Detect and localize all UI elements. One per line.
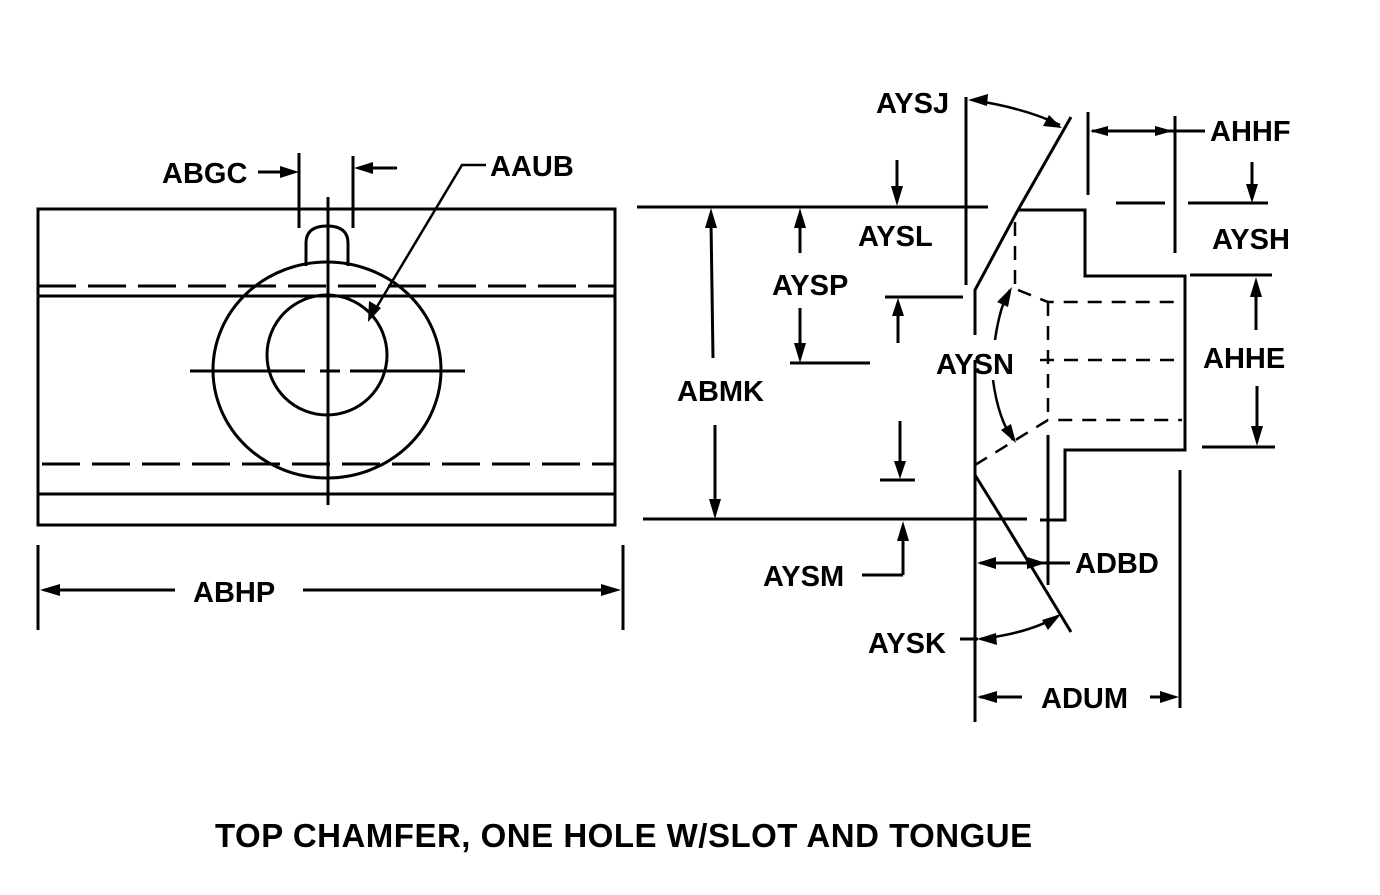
step-arrow-top [892,298,904,316]
label-adbd: ADBD [1075,548,1159,580]
label-abmk: ABMK [677,376,764,408]
adbd-arrow-left [977,557,996,569]
aysk-arrow-right [1042,614,1061,630]
step-arrow-bottom [894,461,906,479]
label-abgc: ABGC [162,158,247,190]
abgc-arrow-right [354,162,373,174]
aaub-leader [370,163,486,316]
hidden-line-hole-bottom [974,418,1182,467]
label-abhp: ABHP [193,577,275,609]
front-view: ABGC AAUB ABHP [36,151,625,630]
label-aysp: AYSP [772,270,848,302]
top-chamfer-line [973,209,1020,335]
abgc-arrow-left [280,166,299,178]
abhp-arrow-left [40,584,60,596]
label-aysm: AYSM [763,561,844,593]
label-aaub: AAUB [490,151,574,183]
aysj-arrow-right [1043,115,1062,128]
adum-arrow-right [1160,691,1179,703]
label-aysk: AYSK [868,628,946,660]
figure-caption: TOP CHAMFER, ONE HOLE W/SLOT AND TONGUE [215,817,1033,854]
aysk-arrow-left [977,633,997,645]
aaub-arrow [368,301,381,322]
abmk-arrow-top [705,208,717,228]
label-ahhe: AHHE [1203,343,1285,375]
aysp-arrow-top [794,208,806,228]
ahhe-arrow-bottom [1251,426,1263,446]
abmk-arrow-bottom [709,499,721,519]
label-adum: ADUM [1041,683,1128,715]
label-aysl: AYSL [858,221,933,253]
hidden-line-hole-top [1017,288,1182,304]
chamfer-extension-bottom [1001,519,1073,633]
bottom-chamfer-line [973,474,1005,521]
side-view: AYSJ AHHF AYSH AHHE AYSL [637,88,1291,722]
aysn-arrow-bottom [1001,424,1016,443]
aysm-arrow [897,521,909,541]
aysl-arrow [891,186,903,206]
label-aysn: AYSN [936,349,1014,381]
label-ahhf: AHHF [1210,116,1291,148]
adum-arrow-left [977,691,997,703]
ahhe-arrow-top [1250,277,1262,297]
side-profile-outline [1018,208,1187,522]
abmk-dim-top [709,221,715,359]
ahhf-arrow-left [1090,126,1108,136]
ahhf-arrow-right [1155,126,1173,136]
aysj-arrow-left [968,94,988,106]
label-aysh: AYSH [1212,224,1290,256]
chamfer-extension-top [1016,116,1073,211]
adbd-arrow-right [1027,557,1046,569]
aysp-arrow-bottom [794,343,806,363]
aysn-arrow-top [997,287,1012,307]
aysh-arrow [1246,184,1258,203]
label-aysj: AYSJ [876,88,949,120]
abhp-arrow-right [601,584,621,596]
